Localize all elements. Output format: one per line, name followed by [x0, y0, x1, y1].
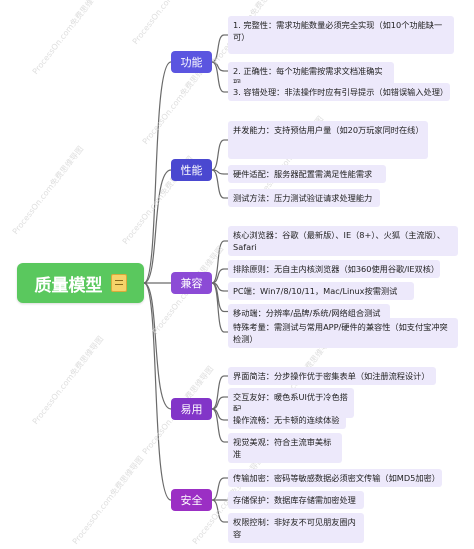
branch-leaf-connector — [211, 499, 225, 523]
leaf-node[interactable]: 操作流畅：无卡顿的连续体验 — [228, 411, 346, 429]
branch-node[interactable]: 安全 — [171, 489, 212, 511]
leaf-node[interactable]: 存储保护：数据库存储需加密处理 — [228, 491, 364, 509]
leaf-node[interactable]: 权限控制：非好友不可见朋友圈内容 — [228, 513, 364, 543]
leaf-node[interactable]: PC端：Win7/8/10/11，Mac/Linux按需测试 — [228, 282, 414, 300]
branch-node[interactable]: 性能 — [171, 159, 212, 181]
leaf-node[interactable]: 传输加密：密码等敏感数据必须密文传输（如MD5加密） — [228, 469, 442, 487]
leaf-node[interactable]: 界面简洁：分步操作优于密集表单（如注册流程设计） — [228, 367, 436, 385]
branch-node[interactable]: 易用 — [171, 398, 212, 420]
branch-leaf-connector — [211, 240, 225, 284]
branch-leaf-connector — [211, 477, 225, 501]
leaf-node[interactable]: 移动端：分辨率/品牌/系统/网络组合测试 — [228, 304, 390, 322]
note-icon — [110, 274, 127, 292]
leaf-node[interactable]: 并发能力：支持预估用户量（如20万玩家同时在线） — [228, 121, 428, 159]
branch-node[interactable]: 功能 — [171, 51, 212, 73]
branch-leaf-connector — [211, 139, 225, 171]
root-branch-connector — [143, 61, 172, 284]
leaf-node[interactable]: 特殊考量：需测试与常用APP/硬件的兼容性（如支付宝冲突检测） — [228, 318, 458, 348]
branch-leaf-connector — [211, 282, 225, 333]
leaf-node[interactable]: 测试方法：压力测试验证请求处理能力 — [228, 189, 380, 207]
root-label: 质量模型 — [34, 275, 103, 296]
leaf-node[interactable]: 3. 容错处理：非法操作时应有引导提示（如错误输入处理） — [228, 83, 450, 101]
branch-node[interactable]: 兼容 — [171, 272, 212, 294]
leaf-node[interactable]: 排除原则：无自主内核浏览器（如360使用谷歌/IE双核） — [228, 260, 440, 278]
root-branch-connector — [143, 282, 172, 410]
branch-leaf-connector — [211, 375, 225, 410]
leaf-node[interactable]: 视觉美观：符合主流审美标准 — [228, 433, 342, 463]
branch-leaf-connector — [211, 408, 225, 443]
leaf-node[interactable]: 1. 完整性：需求功能数量必须完全实现（如10个功能缺一可） — [228, 16, 454, 54]
branch-leaf-connector — [211, 169, 225, 199]
root-branch-connector — [143, 282, 172, 501]
root-node[interactable]: 质量模型 — [17, 263, 144, 303]
leaf-node[interactable]: 硬件适配：服务器配置需满足性能需求 — [228, 165, 386, 183]
branch-leaf-connector — [211, 34, 225, 63]
branch-leaf-connector — [211, 61, 225, 93]
root-branch-connector — [143, 169, 172, 284]
leaf-node[interactable]: 核心浏览器：谷歌（最新版）、IE（8+）、火狐（主流版）、Safari — [228, 226, 458, 256]
